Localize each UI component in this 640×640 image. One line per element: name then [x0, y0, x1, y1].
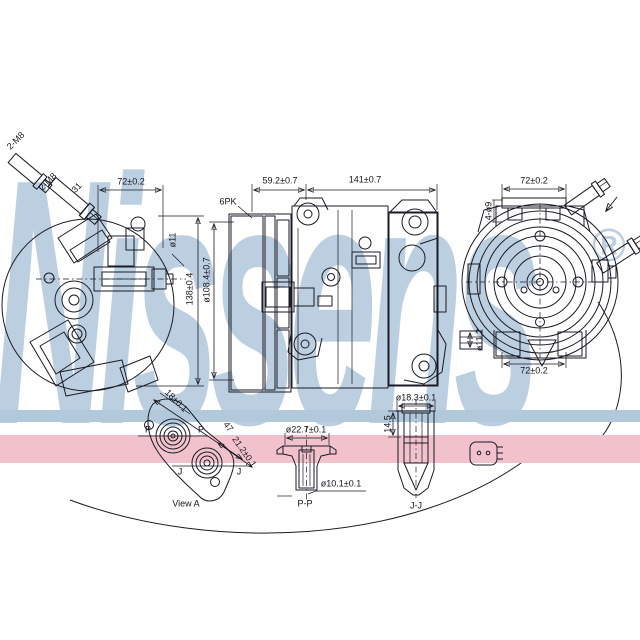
dim-pulley-offset: 59.2±0.7	[262, 175, 298, 186]
dim-right-width-top: 72±0.2	[520, 175, 548, 186]
dim-stud-length: 31	[69, 180, 84, 195]
dim-body-length: 141±0.7	[348, 174, 382, 185]
dim-view-a-47: 47	[221, 419, 236, 434]
left-view	[1, 213, 186, 397]
right-view	[459, 197, 619, 367]
dim-jj-depth: 14.5	[382, 415, 393, 433]
section-mark-j-left: J	[177, 466, 183, 477]
section-jj-drawing	[388, 399, 436, 498]
left-view-dims	[97, 185, 234, 387]
dim-mount-holes: 4-ø9	[483, 201, 494, 221]
dim-view-a-18: 18±0.1	[163, 387, 190, 414]
dim-pulley-dia: ø108.4±0.7	[201, 257, 212, 303]
dim-right-width-bottom: 72±0.2	[520, 365, 548, 376]
dim-stud-top: 2-M8	[4, 129, 27, 152]
section-mark-p-left: P	[144, 424, 152, 435]
dim-stud-side: 2-M8	[36, 170, 59, 193]
right-view-dims	[470, 184, 567, 368]
section-pp-drawing	[276, 426, 366, 500]
connector-icon	[469, 441, 503, 466]
dim-jj-dia: ø18.3±0.1	[395, 392, 437, 403]
dim-shaft-dia: ø11	[167, 232, 178, 248]
dim-pp-dia-bore: ø10.1±0.1	[320, 478, 362, 489]
caption-jj: J-J	[410, 500, 422, 511]
dim-height: 138±0.4	[184, 272, 195, 306]
label-belt-type: 6PK	[219, 196, 237, 207]
view-a-drawing	[138, 392, 252, 502]
view-direction-arrow	[606, 196, 618, 211]
dim-boss-dia: ø11.2	[474, 328, 485, 352]
dim-pp-dia-top: ø22.7±0.1	[285, 424, 327, 435]
caption-pp: P-P	[297, 498, 313, 509]
caption-view-a: View A	[172, 498, 200, 509]
dim-view-a-21: 21.2±0.1	[230, 434, 259, 469]
dim-left-width: 72±0.2	[117, 176, 145, 187]
front-view	[228, 197, 447, 393]
section-mark-p-right: P	[197, 424, 205, 435]
section-mark-j-right: J	[236, 466, 242, 477]
front-view-dims	[251, 184, 438, 212]
